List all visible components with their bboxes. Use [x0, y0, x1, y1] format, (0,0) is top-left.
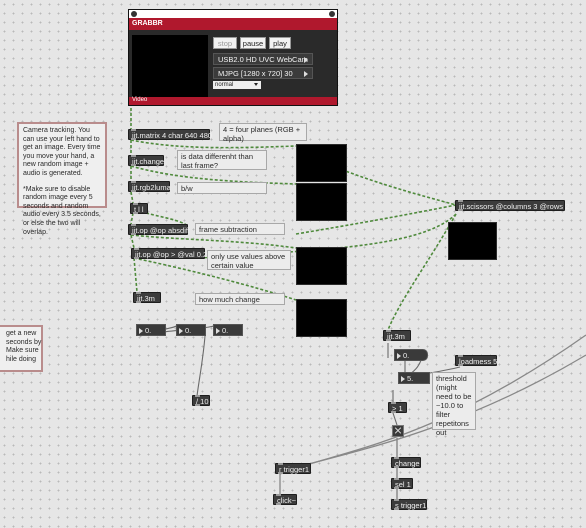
threshold-comment: threshold (might need to be ~10.0 to fil…	[432, 372, 476, 437]
jit-op-absdiff-object[interactable]: jit.op @op absdiff	[128, 224, 190, 235]
instructions-panel: Camera tracking. You can use your left h…	[17, 122, 107, 236]
chevron-right-icon	[304, 71, 308, 77]
video-label: Video	[132, 97, 148, 103]
jit-change-object[interactable]: jit.change	[128, 155, 164, 166]
grabbr-title: GRABBR	[129, 18, 337, 30]
mode-menu[interactable]: normal	[213, 81, 261, 89]
cutoff-comment-text: get a new seconds by Make sure hile doin…	[6, 330, 42, 363]
instructions-paragraph-1: Camera tracking. You can use your left h…	[23, 127, 101, 177]
mode-menu-label: normal	[215, 82, 234, 88]
device-menu[interactable]: USB2.0 HD UVC WebCam	[213, 53, 313, 65]
threshold-values-comment: only use values above certain value	[207, 250, 291, 270]
click-object[interactable]: click~	[273, 494, 297, 505]
jit-matrix-object[interactable]: jit.matrix 4 char 640 480	[128, 129, 212, 140]
grabbr-top-bar	[129, 10, 337, 18]
instructions-paragraph-2: *Make sure to disable random image every…	[23, 185, 101, 236]
outlet-knob	[329, 11, 335, 17]
inlet-knob	[131, 11, 137, 17]
number-box-threshold[interactable]: 5.	[398, 372, 430, 384]
jit-pwindow-threshold	[296, 247, 347, 285]
play-button[interactable]: play	[269, 37, 291, 49]
loadmess-object[interactable]: loadmess 5	[455, 355, 497, 366]
device-menu-label: USB2.0 HD UVC WebCam	[218, 55, 308, 64]
change-object[interactable]: change	[391, 457, 421, 468]
jit-scissors-object[interactable]: jit.scissors @columns 3 @rows 2	[455, 200, 569, 211]
stop-button[interactable]: stop	[213, 37, 237, 49]
number-box-mean[interactable]: 0.	[136, 324, 166, 336]
frame-subtraction-comment: frame subtraction	[195, 223, 285, 235]
chevron-right-icon	[304, 57, 308, 63]
jit-op-threshold-object[interactable]: jit.op @op > @val 0.2	[131, 248, 207, 259]
jit-pwindow-change	[296, 144, 347, 182]
receive-trigger-object[interactable]: r trigger1	[275, 463, 311, 474]
toggle[interactable]	[392, 425, 404, 437]
number-box-mean-right[interactable]: 0.	[394, 349, 428, 361]
grabbr-bottom-strip	[129, 97, 337, 105]
jit-rgb2luma-object[interactable]: jit.rgb2luma	[128, 181, 171, 192]
video-preview	[132, 35, 208, 97]
jit-pwindow-scissors	[448, 222, 497, 260]
greater-than-object[interactable]: > 1	[388, 402, 407, 413]
four-planes-comment: 4 = four planes (RGB + alpha)	[219, 123, 307, 143]
divide-10-object[interactable]: / 10	[192, 395, 210, 406]
cutoff-comment-panel: get a new seconds by Make sure hile doin…	[0, 325, 43, 372]
jit-3m-left-object[interactable]: jit.3m	[133, 292, 161, 303]
chevron-down-icon	[254, 83, 258, 86]
jit-3m-right-object[interactable]: jit.3m	[383, 330, 411, 341]
sel-1-object[interactable]: sel 1	[391, 478, 413, 489]
format-menu[interactable]: MJPG [1280 x 720] 30	[213, 67, 313, 79]
jit-pwindow-absdiff	[296, 299, 347, 337]
data-diff-comment: is data differenht than last frame?	[177, 150, 267, 170]
number-box-max[interactable]: 0.	[213, 324, 243, 336]
jit-pwindow-luma	[296, 183, 347, 221]
how-much-change-comment: how much change	[195, 293, 285, 305]
bw-comment: b/w	[177, 182, 267, 194]
send-trigger-object[interactable]: s trigger1	[391, 499, 427, 510]
format-menu-label: MJPG [1280 x 720] 30	[218, 69, 293, 78]
number-box-min[interactable]: 0.	[176, 324, 206, 336]
grabbr-bpatcher: GRABBR stop pause play USB2.0 HD UVC Web…	[128, 9, 338, 106]
t-l-l-object[interactable]: t l l	[130, 203, 148, 214]
pause-button[interactable]: pause	[240, 37, 266, 49]
